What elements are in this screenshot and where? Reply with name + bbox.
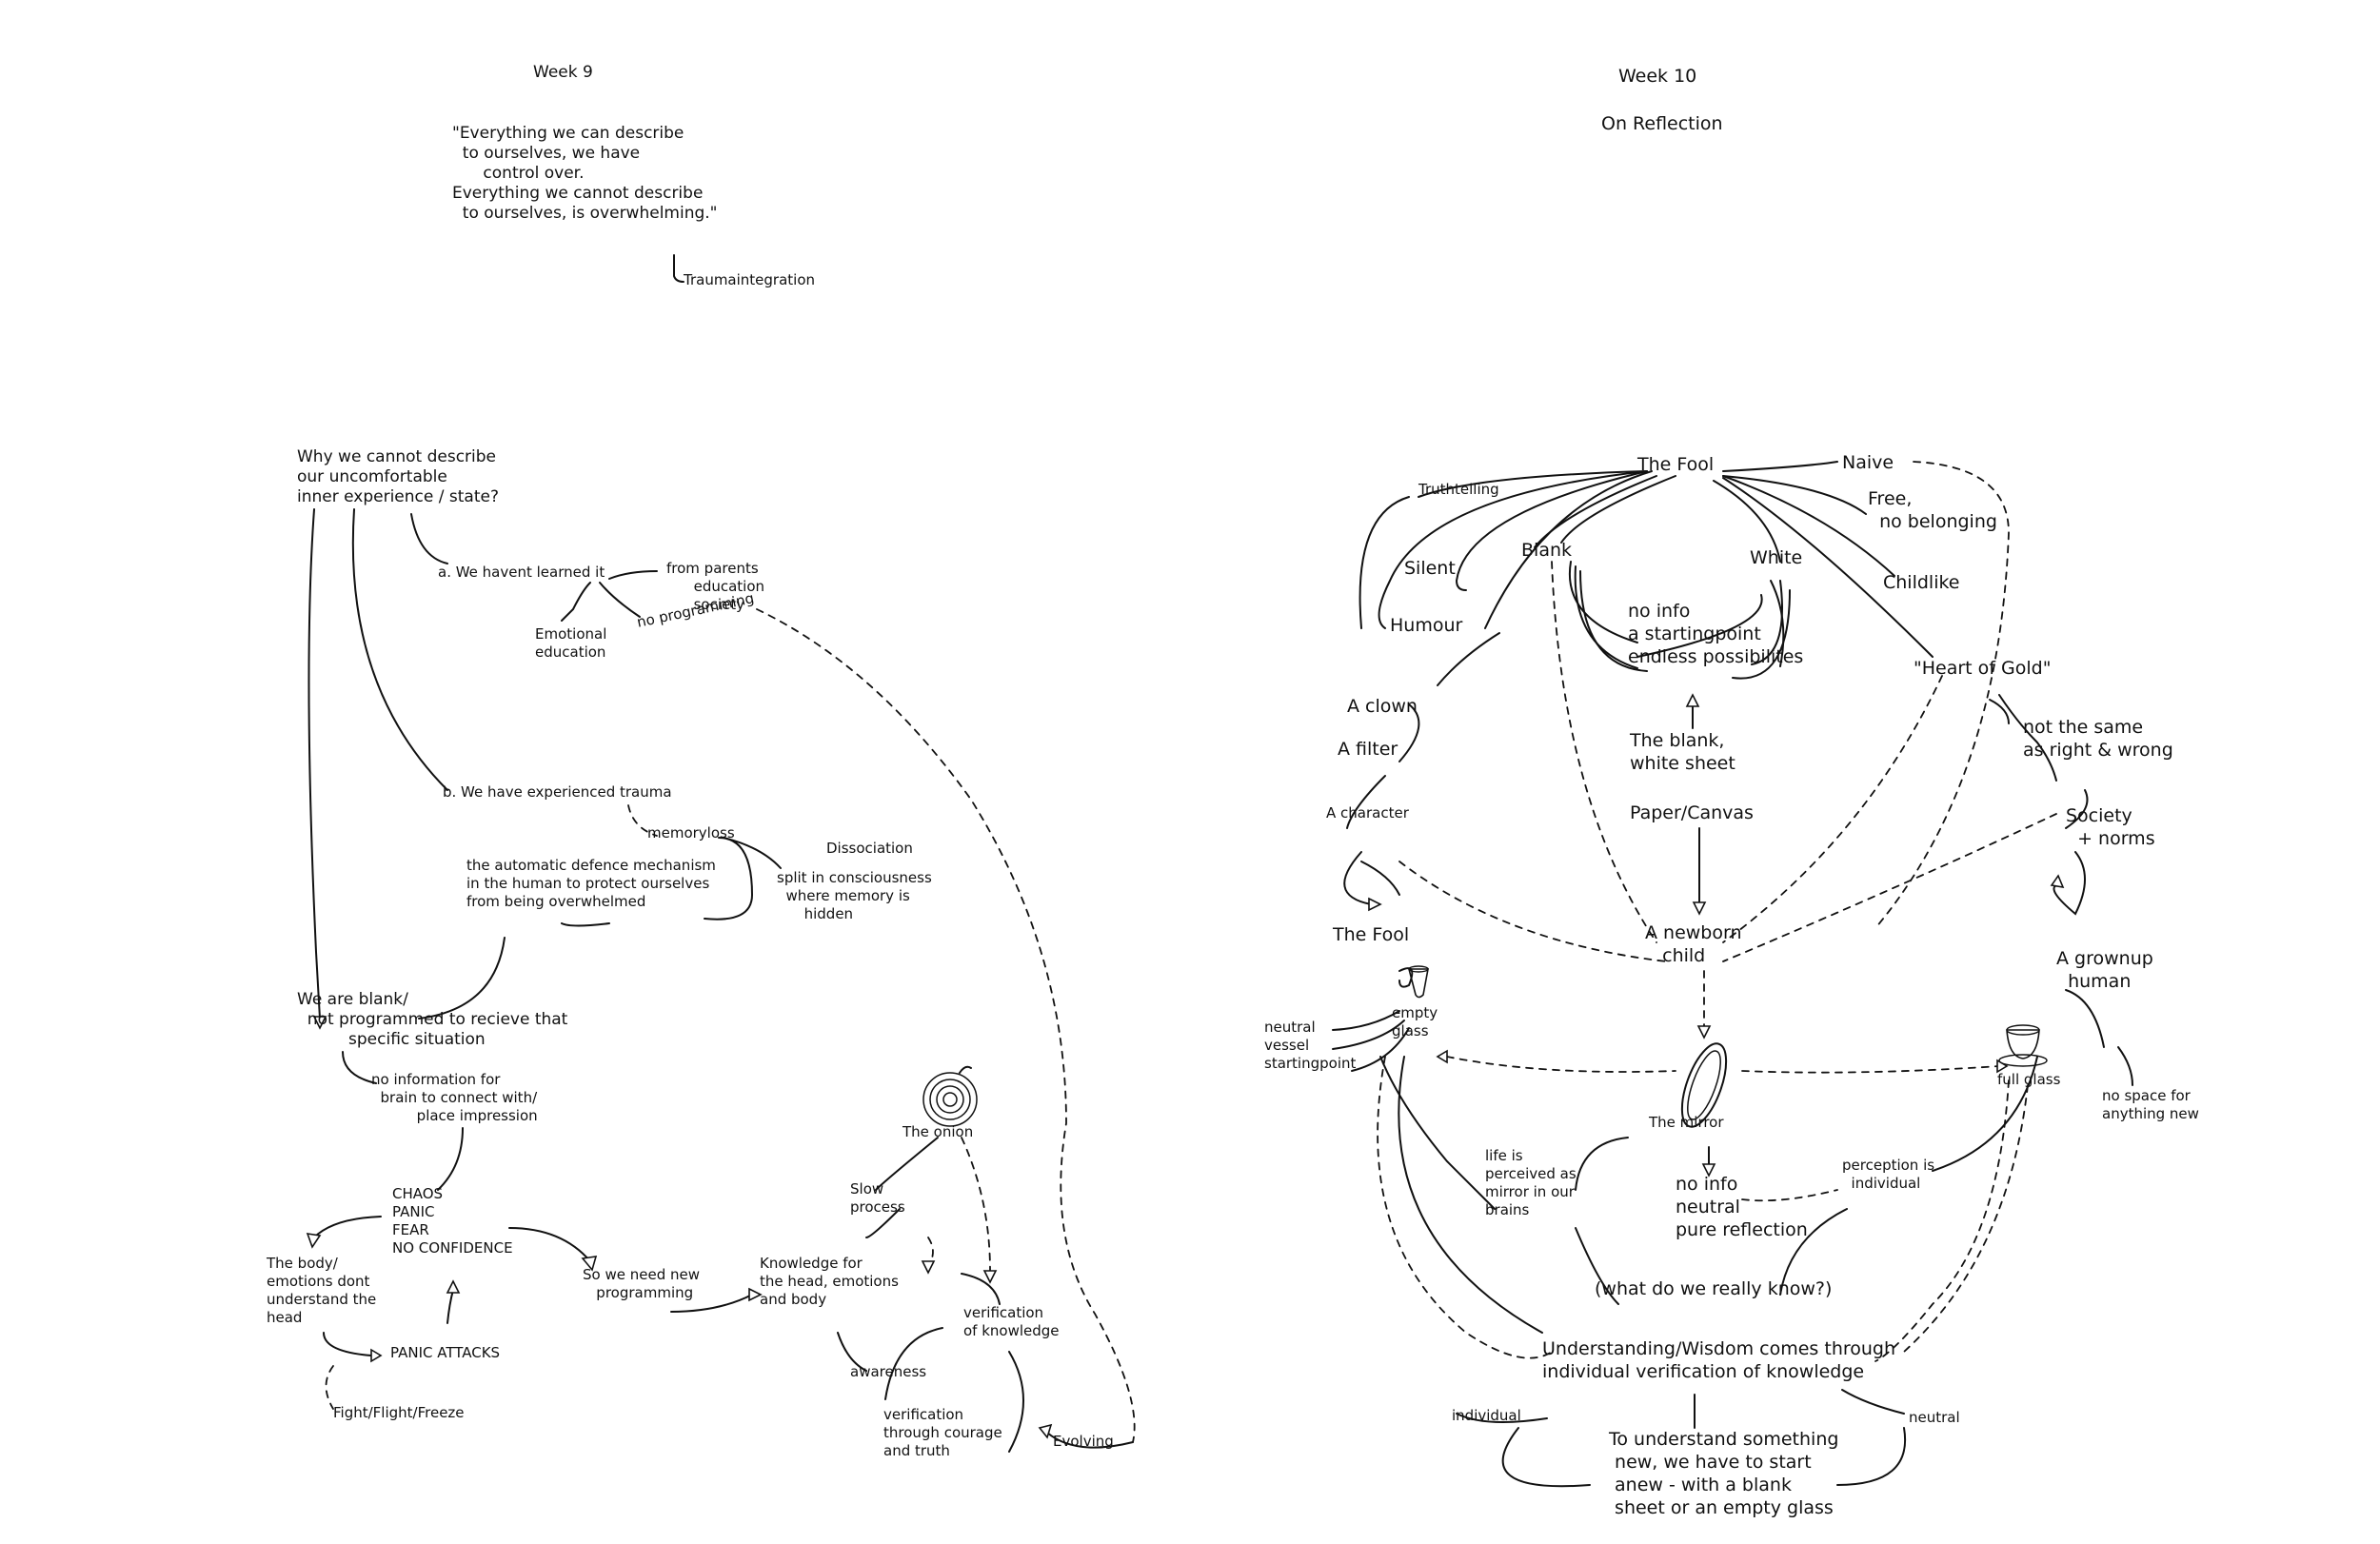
neutral-vessel: neutral vessel startingpoint <box>1264 1019 1357 1072</box>
truthtelling: Truthtelling <box>1418 481 1499 498</box>
emotional-education: Emotional education <box>535 625 607 661</box>
on-reflection: On Reflection <box>1601 113 1723 134</box>
blank-qualities: no info a startingpoint endless possibil… <box>1628 601 1804 667</box>
quote: "Everything we can describe to ourselves… <box>452 124 718 223</box>
new-programming: So we need new programming <box>583 1266 700 1301</box>
we-are-blank: We are blank/ not programmed to recieve … <box>297 990 568 1049</box>
verification-of-knowledge: verification of knowledge <box>963 1304 1060 1339</box>
panic-attacks: PANIC ATTACKS <box>390 1344 501 1361</box>
a-sources: from parents education society <box>666 560 765 613</box>
white: White <box>1750 547 1803 568</box>
week10-header: Week 10 <box>1618 66 1697 87</box>
paper-canvas: Paper/Canvas <box>1630 802 1754 823</box>
fight-flight-freeze: Fight/Flight/Freeze <box>333 1404 465 1421</box>
individual: individual <box>1452 1407 1521 1424</box>
no-information: no information for brain to connect with… <box>371 1071 538 1124</box>
childlike: Childlike <box>1883 572 1960 593</box>
a-heading: a. We havent learned it <box>438 564 605 581</box>
the-fool-lower: The Fool <box>1333 924 1410 945</box>
full-glass: full glass <box>1997 1071 2061 1088</box>
perception-individual: perception is individual <box>1842 1157 1935 1192</box>
slow-process: Slow process <box>850 1180 905 1216</box>
a-character: A character <box>1326 804 1409 821</box>
no-space: no space for anything new <box>2102 1087 2199 1122</box>
verification-courage: verification through courage and truth <box>883 1406 1002 1459</box>
chaos-list: CHAOS PANIC FEAR NO CONFIDENCE <box>392 1185 513 1257</box>
free-no-belonging: Free, no belonging <box>1868 488 1997 532</box>
silent: Silent <box>1404 558 1456 579</box>
a-filter: A filter <box>1338 739 1398 760</box>
b-heading: b. We have experienced trauma <box>443 783 672 801</box>
life-perceived: life is perceived as mirror in our brain… <box>1485 1147 1577 1218</box>
defence-mechanism: the automatic defence mechanism in the h… <box>466 857 716 910</box>
empty-glass: empty glass <box>1392 1004 1438 1039</box>
the-fool: The Fool <box>1637 454 1715 475</box>
grownup-human: A grownup human <box>2056 948 2153 992</box>
mirror-info: no info neutral pure reflection <box>1676 1174 1808 1240</box>
dissociation: Dissociation <box>826 840 913 857</box>
what-do-we-know: (what do we really know?) <box>1595 1278 1833 1299</box>
understanding-wisdom: Understanding/Wisdom comes through indiv… <box>1542 1338 1896 1382</box>
split-consciousness: split in consciousness where memory is h… <box>777 869 932 922</box>
blank: Blank <box>1521 540 1573 561</box>
awareness: awareness <box>850 1363 927 1380</box>
memoryloss: memoryloss <box>647 824 735 841</box>
heart-of-gold: "Heart of Gold" <box>1914 658 2052 679</box>
not-same-as-right-wrong: not the same as right & wrong <box>2023 717 2173 761</box>
week9-header: Week 9 <box>533 63 593 82</box>
blank-white-sheet: The blank, white sheet <box>1630 730 1735 774</box>
the-onion: The onion <box>902 1123 974 1140</box>
quote-source: Traumaintegration <box>684 271 816 288</box>
humour: Humour <box>1390 615 1463 636</box>
a-clown: A clown <box>1347 696 1418 717</box>
evolving: Evolving <box>1053 1433 1114 1450</box>
neutral: neutral <box>1909 1409 1960 1426</box>
newborn-child: A newborn child <box>1645 922 1742 966</box>
body-emotions: The body/ emotions dont understand the h… <box>267 1255 377 1326</box>
knowledge-for: Knowledge for the head, emotions and bod… <box>760 1255 899 1308</box>
question: Why we cannot describe our uncomfortable… <box>297 447 499 506</box>
naive: Naive <box>1842 452 1894 473</box>
the-mirror: The mirror <box>1649 1114 1724 1131</box>
to-understand: To understand something new, we have to … <box>1609 1429 1839 1518</box>
society-norms: Society + norms <box>2066 805 2155 849</box>
